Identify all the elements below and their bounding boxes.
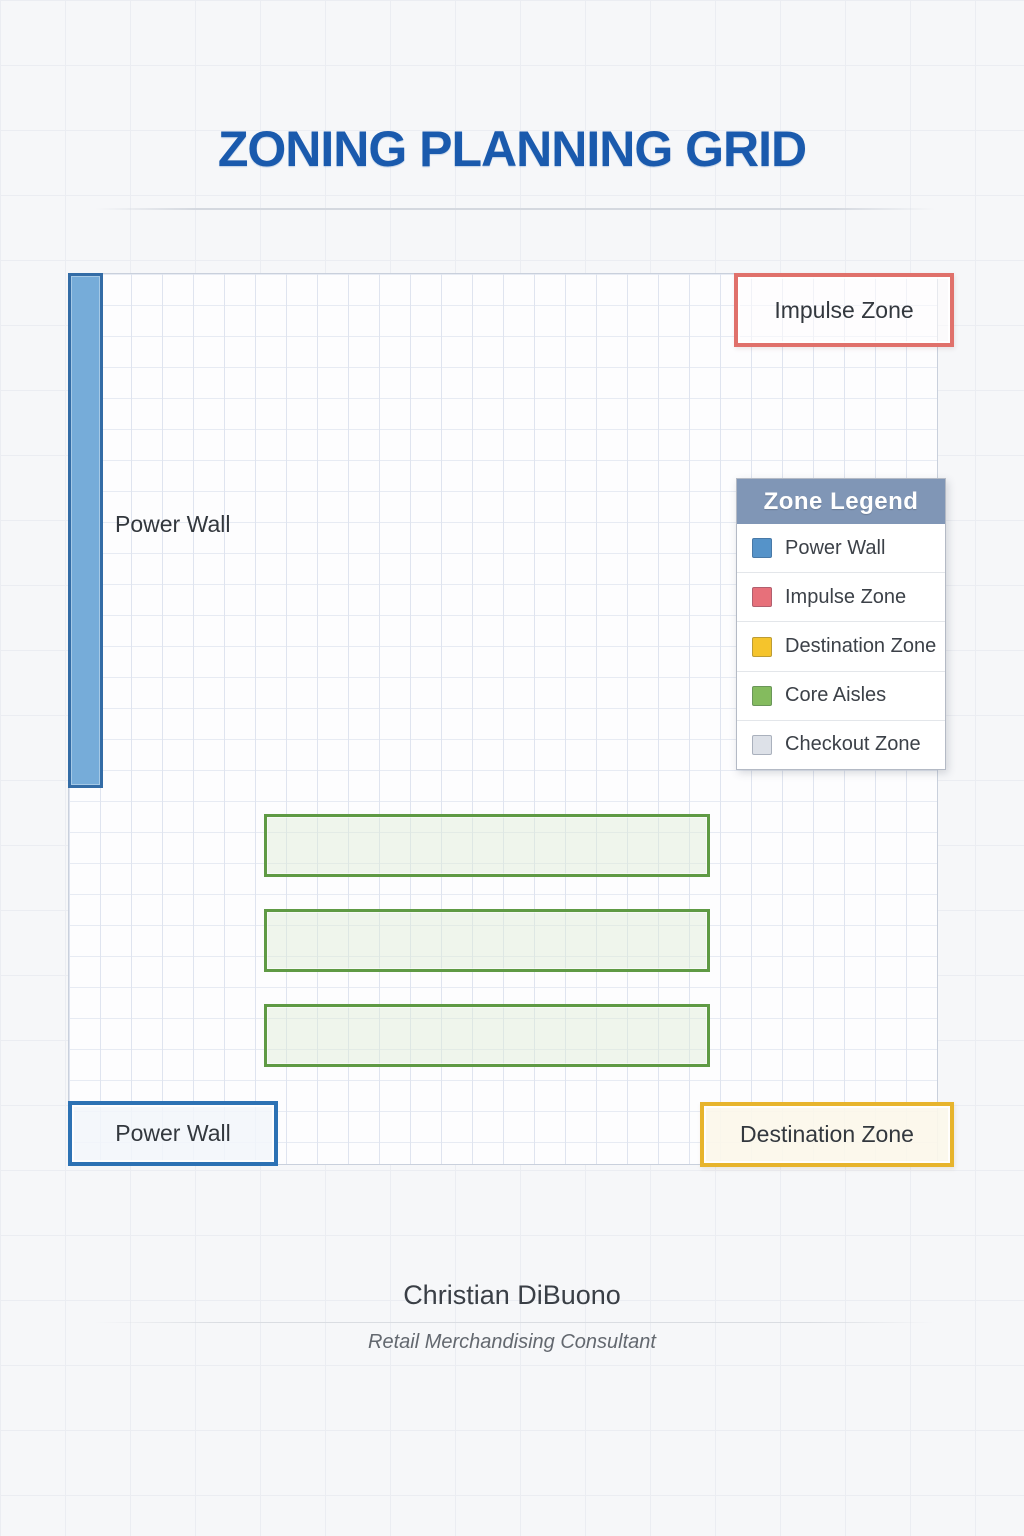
- impulse-zone-label: Impulse Zone: [774, 296, 914, 323]
- destination-zone-label: Destination Zone: [740, 1121, 914, 1147]
- footer-role: Retail Merchandising Consultant: [368, 1331, 656, 1353]
- zone-legend-body: Power Wall Impulse Zone Destination Zone…: [737, 524, 945, 769]
- footer-divider: [95, 1322, 935, 1323]
- legend-item-checkout-zone: Checkout Zone: [737, 719, 945, 769]
- zone-legend-header: Zone Legend: [737, 479, 945, 524]
- footer-name: Christian DiBuono: [403, 1280, 621, 1310]
- impulse-zone-box: Impulse Zone: [734, 273, 954, 347]
- zone-legend: Zone Legend Power Wall Impulse Zone Dest…: [736, 478, 946, 770]
- core-aisles-swatch: [752, 685, 772, 706]
- page-title: ZONING PLANNING GRID: [217, 121, 807, 177]
- power-wall-bar-label: Power Wall: [115, 511, 231, 537]
- legend-item-power-wall: Power Wall: [737, 524, 945, 572]
- legend-item-label: Core Aisles: [785, 684, 887, 707]
- power-wall-swatch: [752, 538, 772, 559]
- core-aisle-row-1: [264, 814, 710, 877]
- legend-item-label: Power Wall: [785, 536, 886, 559]
- legend-item-label: Checkout Zone: [785, 733, 921, 756]
- power-wall-box-label: Power Wall: [115, 1120, 231, 1146]
- power-wall-zone-box: Power Wall: [68, 1101, 278, 1166]
- checkout-zone-swatch: [752, 734, 772, 755]
- legend-item-destination-zone: Destination Zone: [737, 621, 945, 670]
- legend-item-impulse-zone: Impulse Zone: [737, 572, 945, 621]
- core-aisle-row-2: [264, 909, 710, 972]
- power-wall-zone-bar: [68, 273, 103, 788]
- legend-item-label: Impulse Zone: [785, 585, 907, 608]
- destination-zone-swatch: [752, 636, 772, 657]
- core-aisle-row-3: [264, 1004, 710, 1067]
- legend-item-core-aisles: Core Aisles: [737, 670, 945, 720]
- title-divider: [95, 208, 935, 210]
- destination-zone-box: Destination Zone: [700, 1102, 954, 1167]
- legend-item-label: Destination Zone: [785, 635, 937, 657]
- impulse-zone-swatch: [752, 587, 772, 608]
- floor-plan-grid: Power Wall Impulse Zone Zone Legend Powe…: [68, 273, 954, 1167]
